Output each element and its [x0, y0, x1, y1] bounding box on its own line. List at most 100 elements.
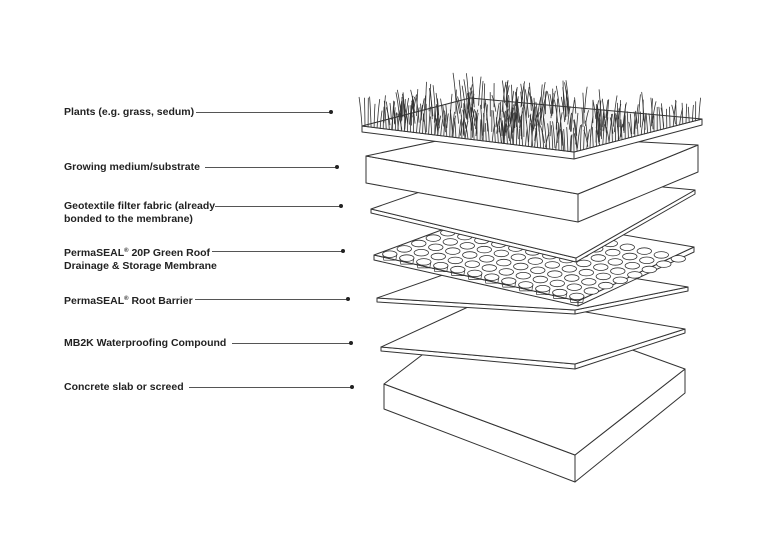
membrane-dimple [467, 269, 483, 278]
membrane-dimple [605, 248, 621, 257]
membrane-dimple [515, 272, 531, 280]
grass-blade [681, 102, 684, 125]
grass-blade [516, 113, 518, 146]
grass-blade [373, 103, 376, 128]
membrane-dimple [481, 264, 497, 272]
grass-blade [560, 122, 563, 151]
label-concrete: Concrete slab or screed [64, 381, 184, 393]
grass-blade [547, 91, 552, 114]
grass-blade [430, 116, 433, 135]
grass-blade [568, 113, 572, 130]
grass-blade [554, 99, 559, 124]
grass-blade [404, 97, 409, 130]
grass-blade [440, 118, 444, 137]
grass-blade [428, 106, 431, 135]
membrane-dimple-wall [433, 265, 449, 273]
grass-blade [389, 102, 392, 120]
membrane-dimple-wall [552, 292, 568, 299]
grass-blade [416, 107, 420, 134]
grass-blade [520, 91, 523, 107]
grass-blade [440, 98, 444, 127]
grass-blade [394, 113, 397, 131]
leader-line-concrete [189, 387, 351, 388]
label-plants: Plants (e.g. grass, sedum) [64, 106, 195, 118]
grass-blade [502, 124, 505, 144]
label-geotextile: Geotextile filter fabric (already bonded… [64, 200, 215, 226]
grass-blade [499, 125, 502, 144]
label-waterproofing: MB2K Waterproofing Compound [64, 337, 227, 349]
membrane-dimple [510, 253, 526, 261]
grass-blade [425, 81, 427, 111]
membrane-dimple [518, 281, 534, 289]
grass-blade [556, 122, 558, 143]
membrane-dimple [552, 288, 568, 297]
grass-blade [645, 112, 648, 134]
leader-dot-plants [329, 110, 333, 114]
grass-blade [451, 111, 455, 137]
grass-blade [397, 89, 402, 118]
grass-blade [507, 117, 510, 142]
grass-blade [635, 104, 639, 126]
grass-blade [597, 115, 602, 137]
grass-blade [551, 90, 556, 116]
grass-blade [581, 107, 584, 128]
grass-blade [464, 122, 469, 140]
grass-blade [685, 103, 688, 124]
grass-blade [602, 124, 605, 145]
membrane-dimple [627, 271, 643, 279]
grass-blade [364, 97, 366, 127]
grass-blade [573, 133, 578, 152]
membrane-dimple-wall [535, 288, 551, 296]
grass-blade [583, 126, 585, 150]
membrane-dimple [425, 234, 441, 242]
grass-blade [512, 103, 516, 133]
grass-blade [376, 99, 381, 129]
membrane-dimple [569, 292, 585, 301]
grass-blade [382, 106, 385, 129]
grass-blade [458, 119, 462, 139]
grass-blade [399, 112, 402, 132]
grass-blade [395, 92, 400, 119]
leader-line-substrate [205, 167, 336, 168]
grass-blade [478, 76, 482, 106]
membrane-dimple [428, 243, 444, 251]
grass-blade [537, 119, 542, 149]
grass-blade [486, 113, 490, 142]
membrane-dimple-wall [467, 273, 483, 280]
grass-blade [514, 98, 518, 129]
grass-blade [605, 127, 610, 144]
grass-blade [445, 104, 448, 123]
membrane-dimple [653, 251, 669, 259]
grass-blade [483, 83, 486, 109]
grass-blade [574, 97, 577, 114]
grass-blade [525, 119, 529, 147]
grass-blade [567, 106, 571, 125]
membrane-dimple [464, 260, 480, 268]
grass-blade [410, 89, 415, 113]
grass-blade [383, 100, 387, 130]
grass-blade [514, 91, 519, 123]
grass-blade [455, 97, 460, 114]
grass-blade [495, 102, 500, 128]
grass-blade [498, 101, 502, 133]
leader-dot-drainage [341, 249, 345, 253]
grass-blade [458, 79, 462, 108]
membrane-dimple [399, 254, 415, 262]
waterproofing-compound-layer [380, 295, 686, 370]
membrane-dimple [583, 287, 599, 295]
grass-blade [481, 80, 484, 110]
membrane-dimple [476, 245, 492, 254]
grass-blade [671, 104, 676, 125]
grass-blade [644, 113, 647, 135]
grass-blade [661, 103, 664, 130]
grass-blade [565, 80, 570, 112]
grass-blade [566, 97, 568, 117]
membrane-dimple [513, 262, 529, 271]
membrane-dimple [549, 279, 565, 288]
grass-blade [415, 95, 420, 123]
grass-blade [471, 76, 475, 108]
grass-blade [628, 121, 632, 138]
grass-blade [687, 106, 690, 123]
grass-blade [542, 104, 546, 133]
